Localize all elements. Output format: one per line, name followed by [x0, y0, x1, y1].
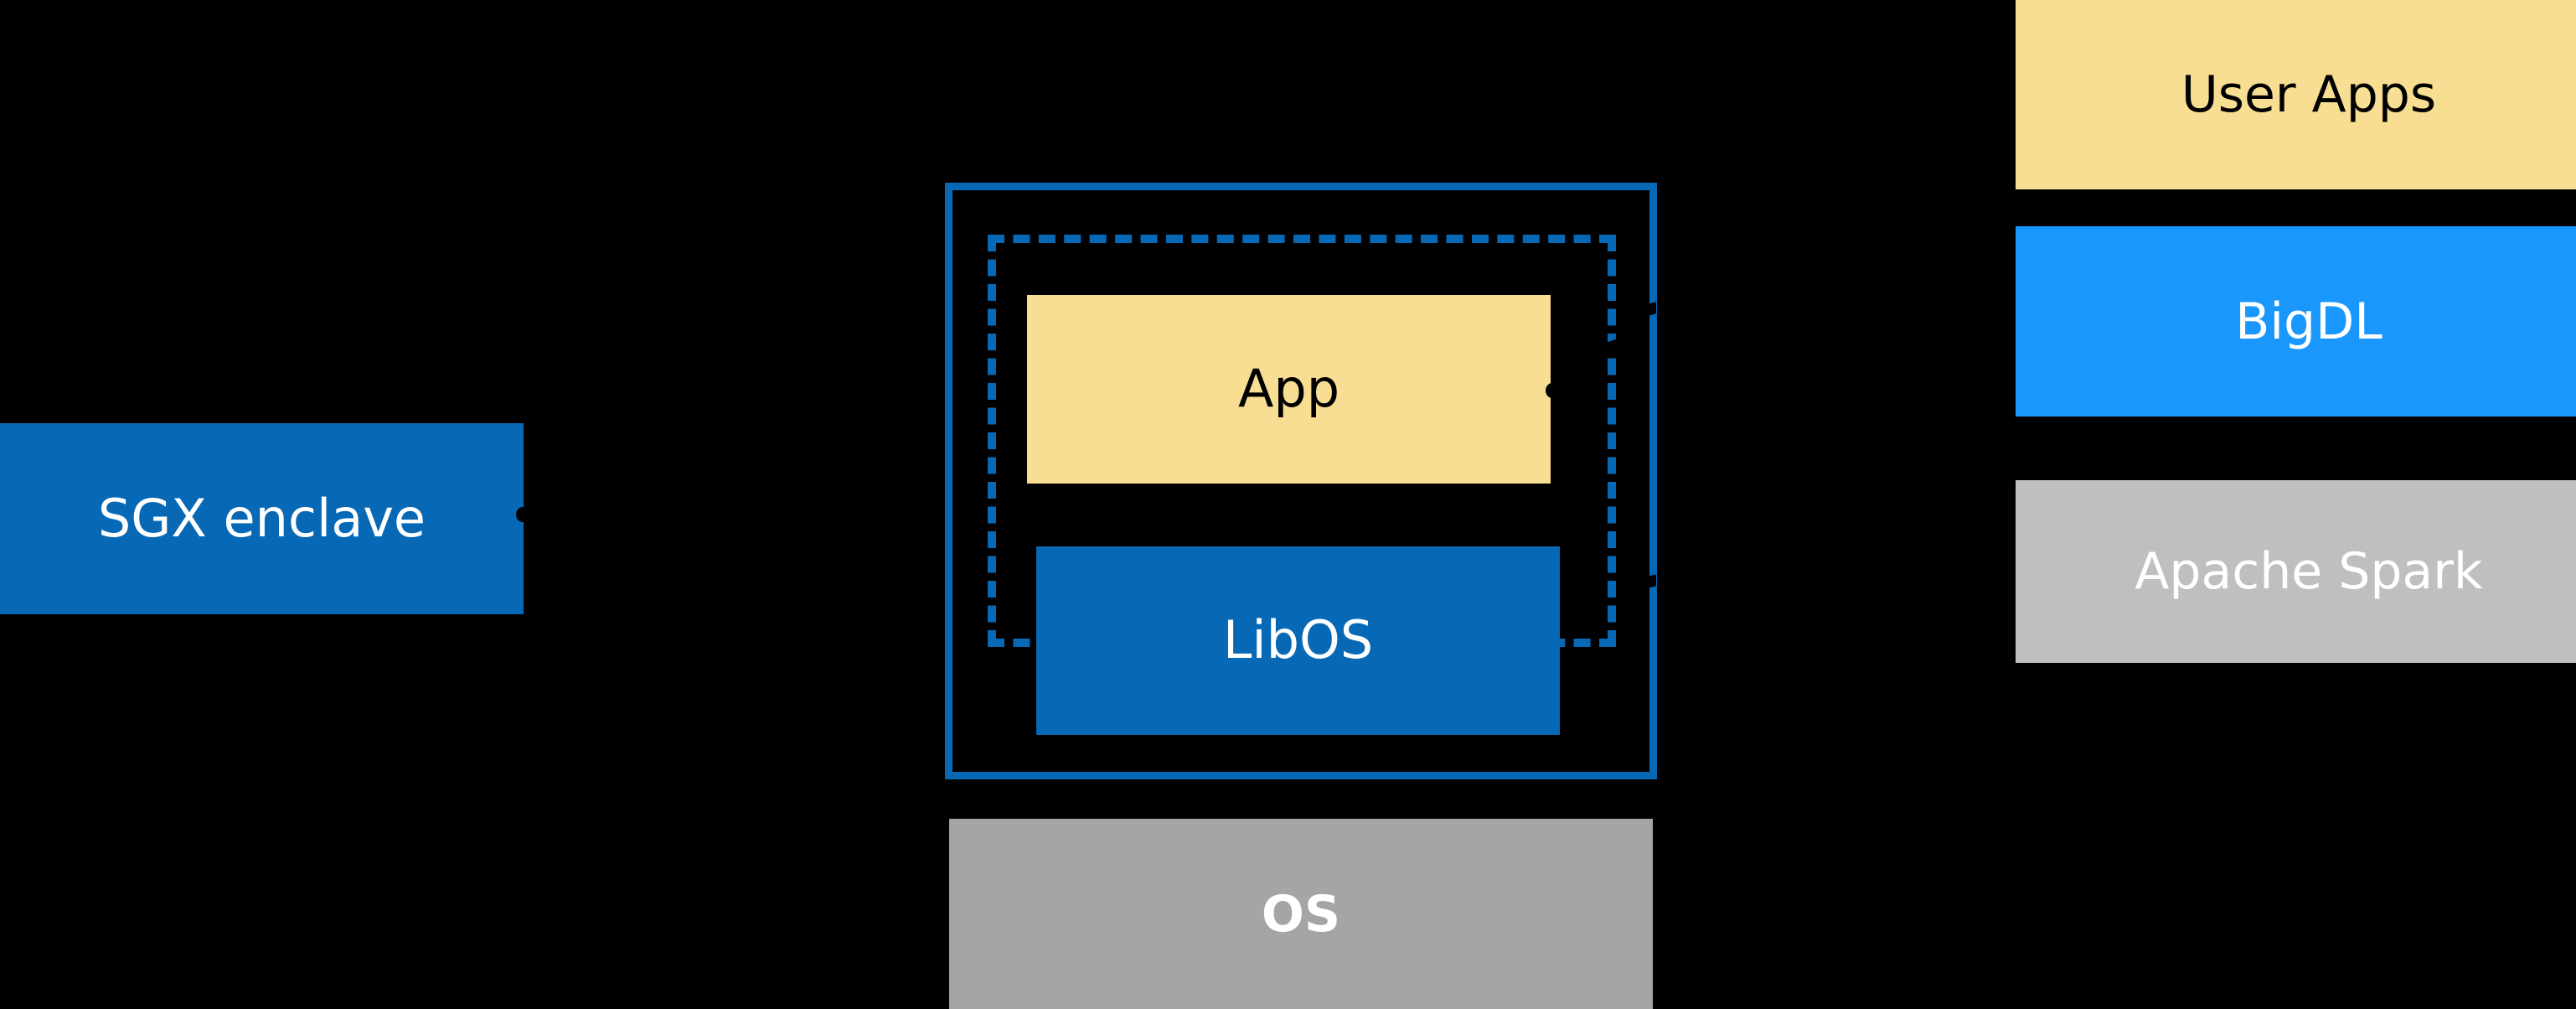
user-apps-box[interactable]: User Apps [2016, 0, 2576, 189]
libos-label: LibOS [1222, 609, 1374, 671]
bigdl-box[interactable]: BigDL [2016, 226, 2576, 417]
bigdl-label: BigDL [2235, 292, 2382, 351]
user-apps-label: User Apps [2181, 65, 2437, 124]
sgx-enclave-box[interactable]: SGX enclave [0, 423, 524, 614]
os-label: OS [1261, 884, 1341, 944]
app-box[interactable]: App [1027, 295, 1551, 484]
sgx-enclave-label: SGX enclave [97, 487, 426, 549]
os-box[interactable]: OS [949, 819, 1653, 1009]
app-label: App [1237, 358, 1340, 420]
apache-spark-label: Apache Spark [2135, 542, 2483, 601]
apache-spark-box[interactable]: Apache Spark [2016, 480, 2576, 663]
libos-box[interactable]: LibOS [1036, 546, 1560, 735]
connector-dot-icon [516, 507, 529, 522]
connector-dot-icon [1546, 383, 1559, 398]
enclave-outer-boundary [945, 183, 1657, 779]
